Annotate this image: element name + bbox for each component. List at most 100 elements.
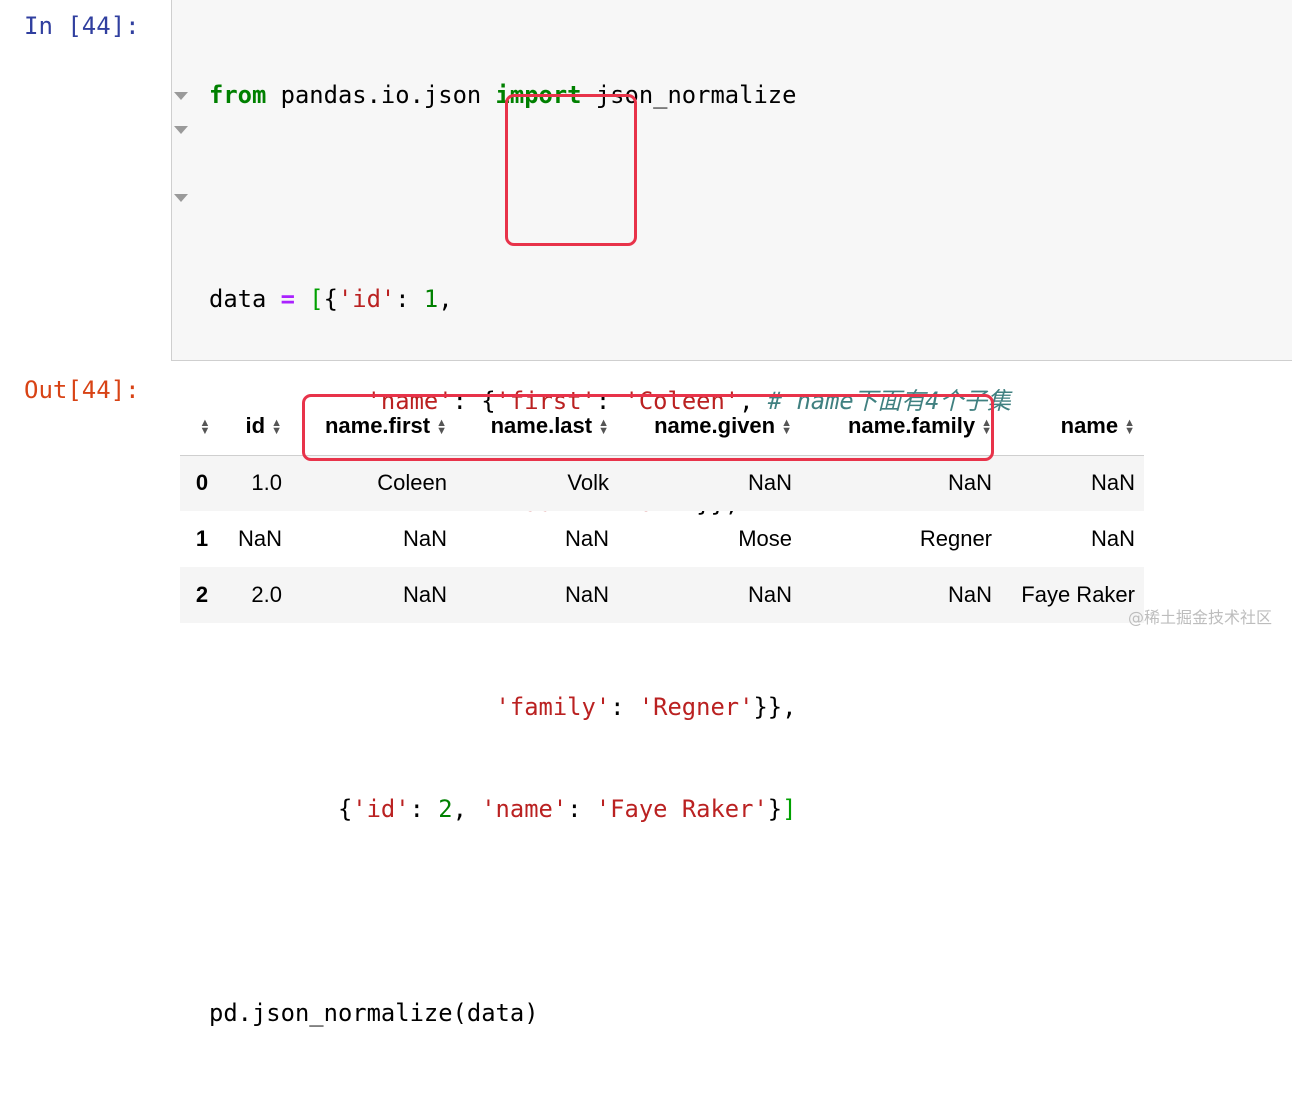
code-cell-input[interactable]: from pandas.io.json import json_normaliz…	[171, 0, 1292, 1027]
sort-down-icon: ▼	[781, 425, 792, 438]
code-token: : {	[438, 591, 482, 619]
row-index: 0	[195, 470, 209, 496]
code-line-1: from pandas.io.json import json_normaliz…	[209, 78, 1011, 112]
dataframe-table: ▲▼ id▲▼ name.first▲▼ name.last▲▼ name.gi…	[180, 398, 1144, 623]
sort-icon[interactable]: ▲▼	[436, 418, 447, 438]
code-bracket: ]	[782, 795, 797, 823]
output-prompt: Out[44]:	[24, 376, 140, 404]
row-index: 1	[195, 526, 209, 551]
code-token: ,	[452, 795, 482, 823]
column-header-id[interactable]: id▲▼	[224, 398, 291, 456]
code-line-blank	[209, 894, 1011, 928]
sort-down-icon: ▼	[199, 425, 211, 438]
sort-icon[interactable]: ▲▼	[598, 417, 609, 438]
code-line-6: {'name': {'given': 'Mose',	[209, 588, 1011, 622]
table-header-row: ▲▼ id▲▼ name.first▲▼ name.last▲▼ name.gi…	[180, 398, 1144, 456]
table-cell: NaN	[402, 582, 447, 607]
code-token: }},	[696, 489, 740, 517]
table-cell: Volk	[567, 470, 609, 496]
column-label: name.first	[324, 413, 431, 439]
columns-highlight-box	[302, 394, 994, 461]
sort-icon[interactable]: ▲▼	[199, 417, 211, 438]
code-number: 2	[438, 795, 453, 823]
table-cell: NaN	[564, 526, 609, 551]
fold-arrow-icon[interactable]	[174, 194, 188, 202]
column-label: name.family	[847, 413, 976, 439]
table-cell: Faye Raker	[1021, 582, 1135, 607]
code-string: 'name'	[352, 591, 439, 619]
sort-icon[interactable]: ▲▼	[271, 417, 282, 438]
table-cell: Regner	[919, 526, 992, 551]
watermark: @稀土掘金技术社区	[1127, 608, 1272, 627]
table-cell: NaN	[747, 582, 792, 607]
code-string: 'id'	[352, 795, 410, 823]
table-row: 0 1.0 Coleen Volk NaN NaN NaN	[180, 455, 1144, 511]
code-token: }	[767, 795, 783, 823]
table-cell: NaN	[947, 582, 992, 607]
column-label: name.given	[654, 413, 776, 439]
code-string: 'name'	[481, 795, 568, 823]
index-header[interactable]: ▲▼	[180, 398, 224, 456]
sort-down-icon: ▼	[436, 425, 447, 438]
code-token: ,	[696, 591, 711, 619]
code-number: 1	[423, 285, 439, 313]
code-line-8: {'id': 2, 'name': 'Faye Raker'}]	[209, 792, 1011, 826]
column-header-name-last[interactable]: name.last▲▼	[456, 398, 618, 456]
module-path: pandas.io.json	[266, 81, 496, 109]
sort-down-icon: ▼	[1124, 425, 1135, 438]
fold-arrow-icon[interactable]	[174, 126, 188, 134]
code-bracket: [	[309, 285, 324, 313]
column-header-name-family[interactable]: name.family▲▼	[801, 398, 1001, 456]
sort-up-icon: ▲	[981, 417, 992, 430]
code-token: :	[567, 795, 596, 823]
code-string: 'family'	[495, 693, 611, 721]
table-cell: 2.0	[251, 582, 282, 607]
code-token: {	[209, 591, 353, 619]
table-cell: NaN	[564, 582, 609, 607]
table-cell: Coleen	[377, 470, 447, 496]
column-header-name-first[interactable]: name.first▲▼	[291, 398, 456, 456]
code-string: 'id'	[337, 285, 396, 313]
code-token: :	[409, 795, 439, 823]
table-row: 2 2.0 NaN NaN NaN NaN Faye Raker	[180, 567, 1144, 623]
code-token: {	[209, 795, 353, 823]
code-string: 'Mose'	[610, 591, 697, 619]
column-header-name-given[interactable]: name.given▲▼	[618, 398, 801, 456]
code-token	[209, 693, 496, 721]
sort-icon[interactable]: ▲▼	[781, 418, 792, 438]
sort-icon[interactable]: ▲▼	[1124, 418, 1135, 438]
fold-arrow-icon[interactable]	[174, 92, 188, 100]
table-cell: NaN	[1090, 470, 1135, 496]
input-prompt: In [44]:	[24, 12, 140, 40]
code-line-5: 'last': 'Volk'}},	[209, 486, 1011, 520]
code-string: 'given'	[481, 591, 582, 619]
table-cell: 1.0	[251, 470, 282, 496]
sort-up-icon: ▲	[598, 417, 609, 430]
sort-icon[interactable]: ▲▼	[981, 417, 992, 437]
column-label: name.last	[490, 413, 593, 439]
code-token: {	[323, 285, 338, 313]
table-row: 1 NaN NaN NaN Mose Regner NaN	[180, 511, 1144, 567]
code-token: :	[395, 285, 424, 313]
sort-down-icon: ▼	[598, 425, 609, 438]
keyword-from: from	[209, 81, 267, 109]
code-line-3: data = [{'id': 1,	[209, 282, 1011, 316]
code-token: :	[581, 489, 611, 517]
sort-up-icon: ▲	[199, 417, 211, 430]
row-index: 2	[195, 582, 209, 607]
table-cell: NaN	[402, 526, 447, 551]
code-token: :	[610, 693, 639, 721]
column-header-name[interactable]: name▲▼	[1001, 398, 1144, 456]
code-token: :	[581, 591, 611, 619]
table-cell: NaN	[947, 470, 992, 496]
column-label: name	[1060, 413, 1119, 439]
table-cell: Mose	[738, 526, 792, 551]
code-token: }},	[753, 693, 797, 721]
sort-up-icon: ▲	[271, 417, 282, 430]
code-operator: =	[280, 285, 295, 313]
code-string: 'Volk'	[610, 489, 697, 517]
table-cell: NaN	[237, 526, 282, 551]
sort-down-icon: ▼	[271, 425, 282, 438]
code-token: data	[209, 285, 281, 313]
table-cell: NaN	[1090, 526, 1135, 551]
